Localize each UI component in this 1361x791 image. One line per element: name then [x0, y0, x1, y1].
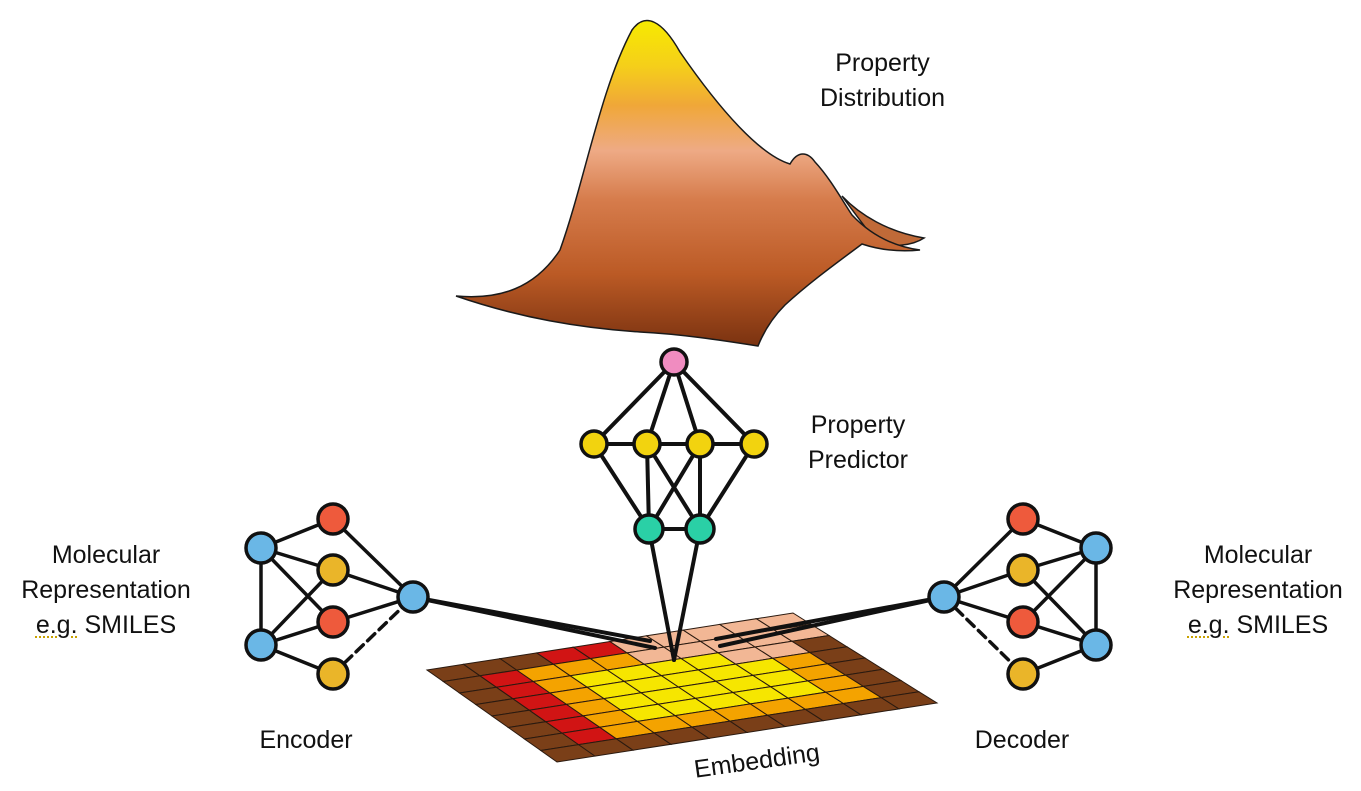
network-edge: [698, 442, 756, 531]
encoder-hidden-node-red-1: [316, 502, 350, 536]
embedding-grid-icon: [425, 612, 939, 763]
molecular-representation-left-label: Molecular Representation e.g. SMILES: [6, 538, 206, 643]
predictor-input-node-1: [633, 513, 665, 545]
encoder-output-node: [396, 580, 430, 614]
encoder-hidden-node-red-2: [316, 605, 350, 639]
predictor-network-icon: [579, 347, 769, 545]
decoder-hidden-node-yellow-1: [1006, 553, 1040, 587]
predictor-hidden-node-3: [685, 429, 715, 459]
molecular-right-line1: Molecular: [1203, 541, 1313, 569]
network-edge: [942, 595, 1025, 676]
encoder-network-icon: [244, 502, 430, 691]
property-distribution-label: Property Distribution: [800, 46, 965, 116]
encoder-hidden-node-yellow-2: [316, 657, 350, 691]
predictor-output-node: [659, 347, 689, 377]
encoder-connector-lower: [411, 595, 657, 650]
encoder-hidden-node-yellow-1: [316, 553, 350, 587]
molecular-left-smiles: SMILES: [77, 611, 177, 639]
molecular-right-smiles: SMILES: [1229, 611, 1329, 639]
property-predictor-line1: Property: [810, 411, 906, 439]
decoder-input-node: [927, 580, 961, 614]
predictor-hidden-node-1: [579, 429, 609, 459]
decoder-connector-lower: [718, 595, 946, 648]
encoder-input-node-blue-top: [244, 531, 278, 565]
molecular-left-line3: e.g. SMILES: [6, 608, 206, 643]
property-surface-icon: [455, 19, 926, 347]
network-edge: [592, 442, 651, 531]
predictor-hidden-node-4: [739, 429, 769, 459]
network-edge: [592, 360, 676, 446]
predictor-connector-right: [672, 527, 702, 662]
property-distribution-line1: Property: [835, 49, 930, 77]
property-predictor-label: Property Predictor: [778, 408, 938, 478]
molecular-right-line2: Representation: [1173, 576, 1343, 604]
encoder-label: Encoder: [236, 723, 376, 758]
property-distribution-line2: Distribution: [819, 84, 946, 112]
decoder-hidden-node-yellow-2: [1006, 657, 1040, 691]
molecular-right-eg: e.g.: [1187, 611, 1230, 639]
decoder-label: Decoder: [952, 723, 1092, 758]
property-predictor-line2: Predictor: [807, 446, 909, 474]
molecular-right-line3: e.g. SMILES: [1158, 608, 1358, 643]
molecular-left-line2: Representation: [21, 576, 191, 604]
surface-body: [455, 19, 921, 347]
decoder-network-icon: [927, 502, 1113, 691]
encoder-label-text: Encoder: [259, 726, 353, 754]
predictor-hidden-node-2: [632, 429, 662, 459]
surface-back-fold: [841, 195, 926, 247]
network-edge: [942, 517, 1025, 599]
network-edge: [331, 595, 415, 676]
decoder-label-text: Decoder: [974, 726, 1070, 754]
network-edge: [259, 568, 335, 647]
network-edge: [331, 517, 415, 599]
predictor-input-node-2: [684, 513, 716, 545]
network-edge: [259, 546, 335, 624]
decoder-hidden-node-red-2: [1006, 605, 1040, 639]
decoder-hidden-node-red-1: [1006, 502, 1040, 536]
encoder-input-node-blue-bottom: [244, 628, 278, 662]
molecular-representation-right-label: Molecular Representation e.g. SMILES: [1158, 538, 1358, 643]
molecular-left-eg: e.g.: [35, 611, 78, 639]
network-edge: [1021, 546, 1098, 624]
connector-lines: [411, 527, 946, 662]
embedding-cell: [879, 691, 939, 710]
decoder-output-node-blue-bottom: [1079, 628, 1113, 662]
predictor-connector-left: [647, 527, 676, 662]
network-edge: [647, 442, 702, 531]
decoder-output-node-blue-top: [1079, 531, 1113, 565]
molecular-left-line1: Molecular: [51, 541, 161, 569]
network-edge: [672, 360, 756, 446]
network-edge: [1021, 568, 1098, 647]
